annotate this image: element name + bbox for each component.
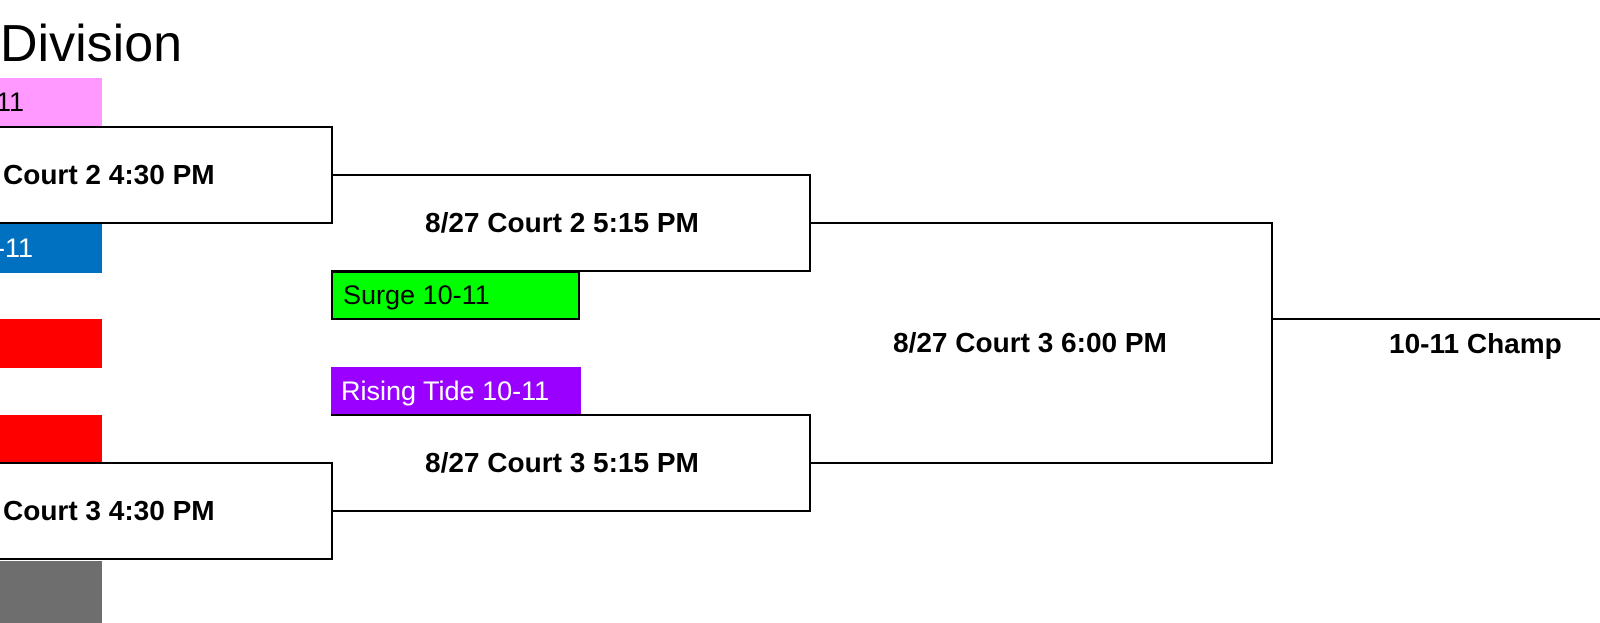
bracket-line (0, 126, 333, 128)
bracket-line (0, 222, 333, 224)
division-title: Division (0, 15, 183, 73)
game-label-r2-top: 8/27 Court 2 5:15 PM (425, 207, 699, 238)
bracket-line (331, 510, 811, 512)
game-label-r2-bottom: 8/27 Court 3 5:15 PM (425, 447, 699, 478)
team-box: 11 (0, 78, 102, 127)
team-label: Rising Tide 10-11 (341, 376, 550, 406)
bracket-line (0, 462, 333, 464)
team-box (0, 415, 102, 464)
bracket-line (809, 462, 1273, 464)
bracket-line (1271, 222, 1273, 464)
bracket-line (331, 270, 811, 272)
team-box (0, 561, 102, 623)
team-label: Surge 10-11 (343, 280, 490, 310)
team-label: -11 (0, 233, 34, 263)
game-label-r1-top: Court 2 4:30 PM (3, 159, 215, 190)
game-label-r1-bottom: Court 3 4:30 PM (3, 495, 215, 526)
bracket-line (0, 558, 333, 560)
team-box: -11 (0, 224, 102, 273)
bracket-line (809, 222, 1273, 224)
team-box: Surge 10-11 (331, 271, 580, 320)
bracket-line (331, 174, 811, 176)
bracket-line (331, 414, 811, 416)
game-label-semi: 8/27 Court 3 6:00 PM (893, 327, 1167, 358)
team-label: 11 (0, 87, 25, 117)
team-box: Rising Tide 10-11 (331, 367, 581, 416)
game-label-final: 10-11 Champ (1389, 328, 1562, 359)
bracket-line (1271, 318, 1600, 320)
team-box (0, 319, 102, 368)
